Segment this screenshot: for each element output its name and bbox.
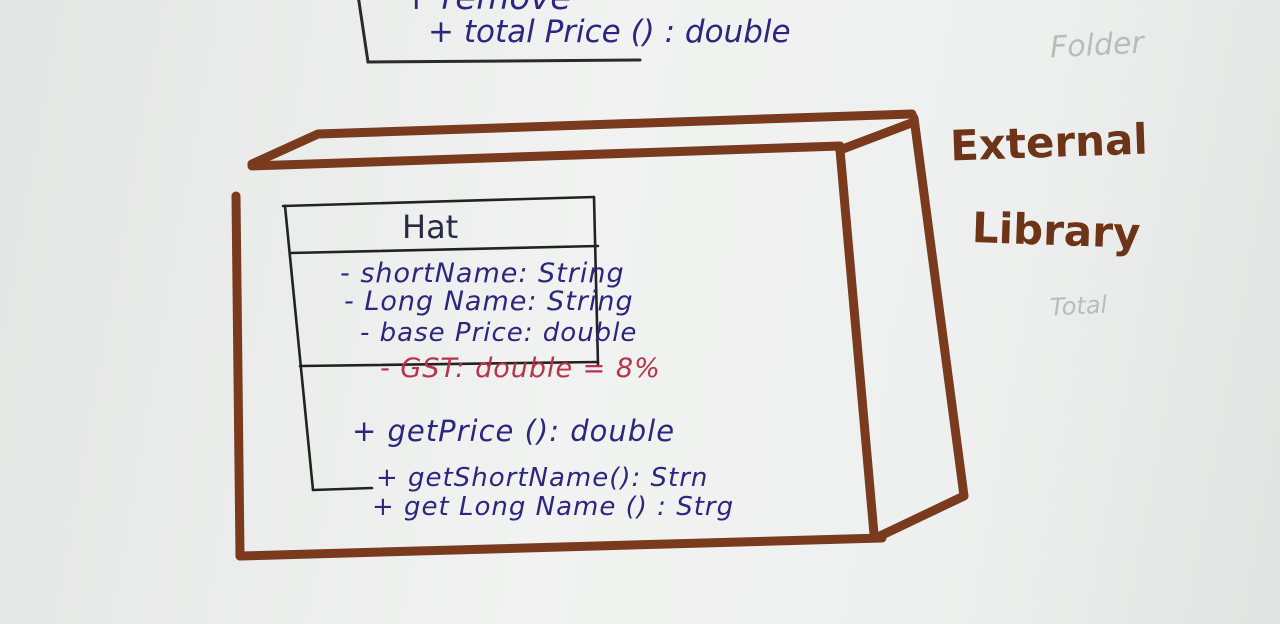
package-label-line2: Library [971,203,1142,258]
class-divider-name [288,244,600,255]
attribute-short-name: - shortName: String [340,258,625,289]
class-box [281,195,600,492]
attribute-base-price: - base Price: double [360,318,638,348]
class-box-right [592,195,600,367]
attribute-long-name: - Long Name: String [344,286,634,317]
package-bottom-depth-edge [875,491,969,541]
package-label-line1: External [949,114,1149,171]
attribute-gst: - GST: double = 8% [380,353,661,384]
package-box [231,109,969,561]
top-fragment-line1: + remove [402,0,571,18]
class-box-bottom [311,486,374,492]
class-divider-attributes [298,360,600,368]
package-back-right-edge [909,113,969,501]
class-box-top [281,195,596,208]
package-depth-edge [835,117,919,155]
package-front-top-edge [247,141,845,171]
method-get-short-name: + getShortName(): Strn [376,463,709,493]
package-front-bottom-edge [235,533,887,561]
top-fragment-line2: + total Price () : double [428,14,791,50]
class-name: Hat [402,208,459,246]
package-front-left-edge [231,191,245,561]
package-back-top-edge [247,109,917,169]
method-get-price: + getPrice (): double [352,414,676,448]
method-get-long-name: + get Long Name () : Strg [372,492,735,522]
top-class-box-outline [357,0,642,64]
package-front-right-edge [835,145,879,539]
class-box-left [283,204,315,492]
